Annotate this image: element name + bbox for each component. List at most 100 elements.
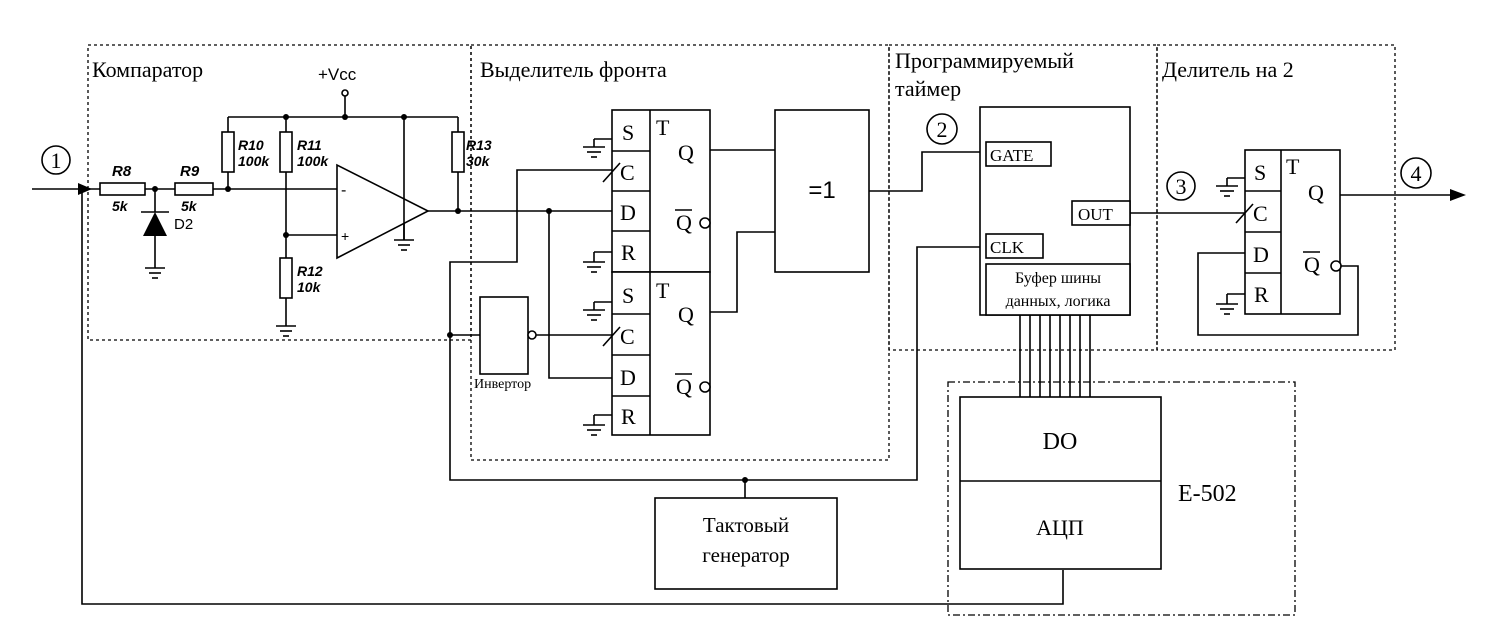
ground-icon [276,325,296,337]
vcc-label: +Vcc [318,65,357,84]
ff1-qbar-bubble-icon [699,217,711,229]
e502-label: E-502 [1178,481,1237,507]
inverter: Инвертор [474,296,537,392]
flipflop-lower: S C D R T Q Q [583,271,711,436]
ground-icon [394,239,414,251]
resistor-r8 [99,182,146,196]
r10-value: 100k [238,153,270,169]
resistor-r13 [451,131,465,173]
ground-icon [583,309,605,321]
ff3-qbar-bubble-icon [1330,260,1342,272]
xor-gate: =1 [710,109,980,313]
ff2-qbar: Q [676,374,692,399]
node-3 [1166,171,1196,201]
ff2-q: Q [678,302,694,327]
ff2-c: C [620,324,635,349]
d2-label: D2 [174,216,193,233]
r13-value: 30k [466,153,491,169]
resistor-r11 [279,131,293,173]
ff2-clock-slash-icon [602,326,621,347]
data-bus [1019,315,1091,397]
clock-gen-line1: Тактовый [703,513,789,537]
node-4 [1400,157,1432,189]
ff1-c: C [620,160,635,185]
node-2 [926,113,958,145]
vcc-terminal [341,89,349,97]
divider-title: Делитель на 2 [1162,57,1294,82]
ground-icon [583,261,605,273]
ground-icon [1216,303,1238,315]
ff1-qbar: Q [676,210,692,235]
timer-title-line2: таймер [895,76,961,101]
r13-name: R13 [466,137,492,153]
clock-wiring [447,169,980,498]
section-boundaries [87,44,1396,616]
e502-adc: АЦП [1036,515,1084,540]
r9-name: R9 [180,163,200,180]
ff2-r: R [621,404,636,429]
ff1-r: R [621,240,636,265]
r12-value: 10k [297,279,322,295]
inverter-label: Инвертор [474,377,531,392]
ff3-c: C [1253,201,1268,226]
clock-generator: Тактовый генератор [654,497,838,590]
inverter-bubble-icon [527,330,537,340]
ground-icon [145,267,165,279]
xor-label: =1 [808,177,835,204]
ff3-qbar: Q [1304,252,1320,277]
r10-name: R10 [238,137,264,153]
ff2-s: S [622,283,634,308]
timer-gate-label: GATE [990,146,1033,165]
timer-out-label: OUT [1078,205,1114,224]
ff3-q: Q [1308,180,1324,205]
r12-name: R12 [297,263,323,279]
e502-module: DO АЦП E-502 [959,396,1237,570]
timer-title-line1: Программируемый [895,48,1074,73]
ff2-d: D [620,365,636,390]
e502-region [947,381,1296,616]
ff2-t: T [656,278,670,303]
ff1-q: Q [678,140,694,165]
ff3-t: T [1286,154,1300,179]
output-arrow-icon [1450,189,1466,201]
node-4-label: 4 [1411,161,1422,186]
timer-region [888,44,1158,351]
r8-name: R8 [112,163,132,180]
flipflop-upper: S C D R T Q Q [583,109,711,273]
diode-d2 [143,212,167,236]
node-1: 1 [41,145,71,175]
node-3-label: 3 [1176,174,1187,199]
divider-by-2: 3 S C D R T Q Q [1166,149,1466,336]
timer-clk-label: CLK [990,238,1025,257]
timer-buffer-line1: Буфер шины [1015,270,1101,287]
ff1-d: D [620,200,636,225]
inverter-box [479,296,529,375]
ground-icon [583,146,605,158]
ff3-r: R [1254,282,1269,307]
comparator-title: Компаратор [92,57,203,82]
opamp-plus: + [341,228,349,244]
programmable-timer: 2 GATE OUT CLK Буфер шины данных, логика [926,106,1223,316]
ff1-t: T [656,115,670,140]
node-2-label: 2 [937,117,948,142]
ground-icon [583,424,605,436]
r9-value: 5k [181,198,198,214]
ff3-d: D [1253,242,1269,267]
opamp-triangle-icon [336,163,430,260]
ff1-clock-slash-icon [602,162,621,183]
ff3-s: S [1254,160,1266,185]
clock-gen-line2: генератор [702,543,789,567]
comparator-circuit: R8 5k D2 R9 5k R10 100k +V [99,65,612,337]
e502-do: DO [1043,429,1078,455]
node-1-label: 1 [51,148,62,173]
ground-icon [1216,185,1238,197]
resistor-r12 [279,257,293,299]
ff1-s: S [622,120,634,145]
r8-value: 5k [112,198,129,214]
opamp-minus: - [341,182,346,199]
r11-value: 100k [297,153,329,169]
edge-detector-title: Выделитель фронта [480,57,667,82]
resistor-r9 [174,182,214,196]
